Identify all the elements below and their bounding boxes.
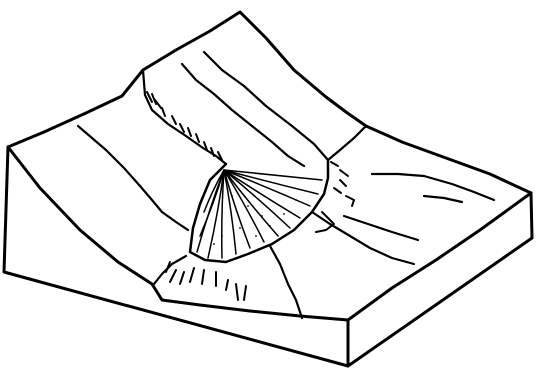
block-left-face (4, 147, 348, 366)
valley-ridge-left (143, 70, 226, 164)
block-front-face (348, 193, 532, 366)
canyon-mouth (147, 92, 348, 193)
canyon-hatch (162, 108, 165, 116)
canyon-hatch (188, 128, 191, 136)
toe-channel (244, 286, 246, 300)
sediment-dot (255, 235, 257, 237)
sediment-dot (213, 243, 215, 245)
stream-right-curl-2 (346, 196, 354, 206)
tributary-streams (166, 262, 246, 300)
canyon-hatch (211, 148, 214, 156)
canyon-hatch (180, 124, 184, 132)
valley-ridge-right (328, 126, 366, 160)
upper-valley (143, 52, 366, 166)
sediment-dot (221, 235, 223, 237)
main-stream-lower (270, 246, 302, 318)
sediment-dot (295, 199, 297, 201)
canyon-hatch (340, 170, 348, 176)
alluvial-fan (190, 160, 328, 262)
stream-right-far (424, 196, 462, 202)
toe-channel (190, 268, 194, 282)
sediment-dot (269, 225, 271, 227)
canyon-hatch (340, 180, 346, 186)
toe-channel (180, 272, 184, 284)
toe-channel (202, 270, 204, 284)
canyon-hatch (331, 162, 338, 166)
fan-distributary-channels (197, 170, 322, 258)
canyon-hatch (334, 188, 341, 193)
upper-stream-left (182, 64, 304, 166)
toe-channel (170, 270, 176, 282)
stream-right-curl (316, 212, 334, 232)
upper-stream-right (204, 52, 328, 160)
main-stream (312, 212, 414, 264)
sediment-dot (261, 215, 263, 217)
stream-right-lower (344, 216, 418, 240)
fan-channel (224, 170, 310, 206)
sediment-dot (247, 205, 249, 207)
canyon-hatch (196, 134, 199, 142)
toe-channel (236, 284, 238, 300)
block-left-top-edge (8, 12, 366, 147)
canyon-hatch (172, 116, 176, 124)
toe-channel (226, 280, 228, 290)
sediment-dot (239, 227, 241, 229)
sediment-dot (283, 213, 285, 215)
stream-left-valley (78, 126, 188, 230)
fan-channel (224, 170, 322, 180)
terrain-block (4, 12, 532, 366)
sediment-dot (231, 195, 233, 197)
